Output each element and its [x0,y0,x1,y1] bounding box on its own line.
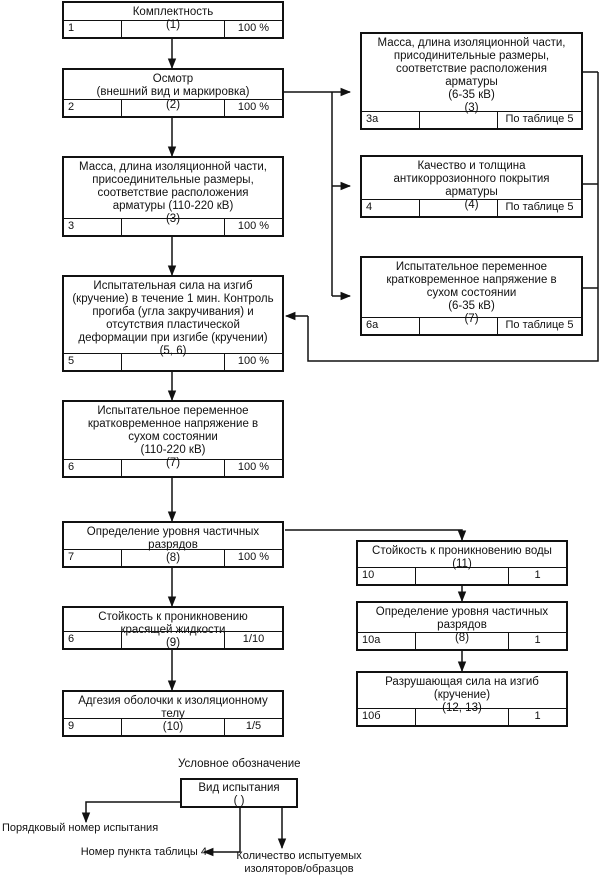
box-footer: 10 1 [358,567,566,584]
box-test-2: Осмотр (внешний вид и маркировка) (2) 2 … [62,68,284,118]
box-test-4: Качество и толщина антикоррозионного пок… [360,155,583,218]
box-title: Качество и толщина антикоррозионного пок… [393,160,550,211]
box-test-9: Адгезия оболочки к изоляционному телу (1… [62,690,284,737]
box-footer: 4 По таблице 5 [362,199,581,216]
box-footer: 6 1/10 [64,631,282,648]
box-quantity: 1 [508,709,566,725]
box-quantity: 100 % [224,219,282,235]
box-number: 9 [64,719,122,735]
box-title: Комплектность (1) [132,6,214,31]
legend-label-clause-number: Номер пункта таблицы 4 [80,846,207,858]
box-title: Определение уровня частичных разрядов (8… [86,526,260,564]
box-number: 7 [64,550,122,566]
box-number: 6а [362,318,420,334]
box-title: Испытательная сила на изгиб (кручение) в… [72,280,274,357]
box-title: Масса, длина изоляционной части, присоди… [377,37,566,114]
box-footer: 1 100 % [64,20,282,37]
box-test-5: Испытательная сила на изгиб (кручение) в… [62,275,284,372]
legend-heading: Условное обозначение [178,758,301,770]
box-title: Стойкость к проникновению красящей жидко… [98,611,248,649]
box-test-10a: Определение уровня частичных разрядов (8… [356,601,568,651]
box-footer: 9 1/5 [64,718,282,735]
box-footer: 3а По таблице 5 [362,111,581,128]
box-number: 4 [362,200,420,216]
legend-label-quantity: Количество испытуемых изоляторов/образцо… [236,850,362,875]
box-footer: 6а По таблице 5 [362,317,581,334]
box-title: Осмотр (внешний вид и маркировка) (2) [96,73,250,111]
box-number: 10а [358,633,416,649]
box-test-1: Комплектность (1) 1 100 % [62,1,284,39]
box-quantity: По таблице 5 [497,318,581,334]
legend-label-test-number: Порядковый номер испытания [2,822,159,834]
box-title: Испытательное переменное кратковременное… [386,261,557,325]
box-quantity: 100 % [224,354,282,370]
box-title: Адгезия оболочки к изоляционному телу (1… [78,695,268,733]
box-number: 6 [64,632,122,648]
box-footer: 5 100 % [64,353,282,370]
box-footer: 3 100 % [64,218,282,235]
box-quantity: По таблице 5 [497,200,581,216]
box-test-8: Стойкость к проникновению красящей жидко… [62,606,284,650]
box-footer: 10б 1 [358,708,566,725]
box-number: 5 [64,354,122,370]
box-title: Определение уровня частичных разрядов (8… [375,606,549,644]
box-quantity: 1/10 [224,632,282,648]
box-quantity: По таблице 5 [497,112,581,128]
box-quantity: 1 [508,568,566,584]
box-test-6a: Испытательное переменное кратковременное… [360,256,583,336]
box-quantity: 100 % [224,460,282,476]
box-test-3a: Масса, длина изоляционной части, присоди… [360,32,583,130]
box-title: Испытательное переменное кратковременное… [87,405,259,469]
legend-box: Вид испытания ( ) [180,778,298,808]
box-test-7: Определение уровня частичных разрядов (8… [62,521,284,568]
box-number: 3а [362,112,420,128]
box-test-3: Масса, длина изоляционной части, присоед… [62,156,284,237]
box-test-10: Стойкость к проникновению воды (11) 10 1 [356,540,568,586]
box-footer: 7 100 % [64,549,282,566]
box-quantity: 1/5 [224,719,282,735]
legend-pointer-clause [202,806,241,857]
box-title: Масса, длина изоляционной части, присоед… [79,161,267,225]
box-test-10b: Разрушающая сила на изгиб (кручение) (12… [356,671,568,727]
arrow-7-to-10 [285,529,467,542]
box-title: Стойкость к проникновению воды (11) [372,545,552,570]
box-quantity: 100 % [224,550,282,566]
box-footer: 2 100 % [64,99,282,116]
box-number: 1 [64,21,122,37]
box-number: 3 [64,219,122,235]
box-quantity: 100 % [224,100,282,116]
box-quantity: 100 % [224,21,282,37]
box-footer: 6 100 % [64,459,282,476]
box-title: Разрушающая сила на изгиб (кручение) (12… [385,676,539,714]
box-footer: 10а 1 [358,632,566,649]
box-quantity: 1 [508,633,566,649]
box-number: 2 [64,100,122,116]
box-number: 6 [64,460,122,476]
box-test-6: Испытательное переменное кратковременное… [62,400,284,478]
box-number: 10 [358,568,416,584]
legend-box-title: Вид испытания ( ) [198,782,280,807]
bus-right-return [307,72,599,362]
box-number: 10б [358,709,416,725]
